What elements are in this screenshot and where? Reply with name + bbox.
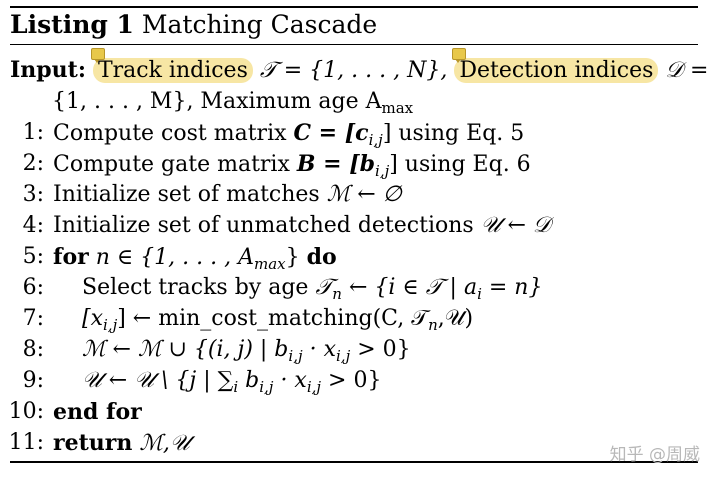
- track-set: 𝒯 = {1, . . . , N},: [259, 58, 448, 83]
- note-icon[interactable]: [90, 48, 105, 63]
- listing-title: Matching Cascade: [141, 10, 378, 39]
- input-keyword: Input:: [10, 57, 86, 83]
- top-rule: [10, 6, 698, 8]
- highlight-detection-indices[interactable]: Detection indices: [452, 48, 659, 83]
- note-icon[interactable]: [452, 48, 467, 63]
- highlight-track-indices[interactable]: Track indices: [90, 48, 253, 83]
- caption-rule: [10, 44, 698, 45]
- detection-set-start: 𝒟 =: [665, 58, 709, 83]
- bottom-rule: [10, 461, 698, 463]
- listing-label: Listing 1: [10, 10, 134, 39]
- input-line-cont: {1, . . . , M}, Maximum age Amax: [52, 89, 414, 117]
- input-line: Input: Track indices 𝒯 = {1, . . . , N},…: [10, 48, 709, 85]
- listing-caption: Listing 1 Matching Cascade: [10, 9, 377, 41]
- watermark: 知乎 @周威: [609, 445, 700, 465]
